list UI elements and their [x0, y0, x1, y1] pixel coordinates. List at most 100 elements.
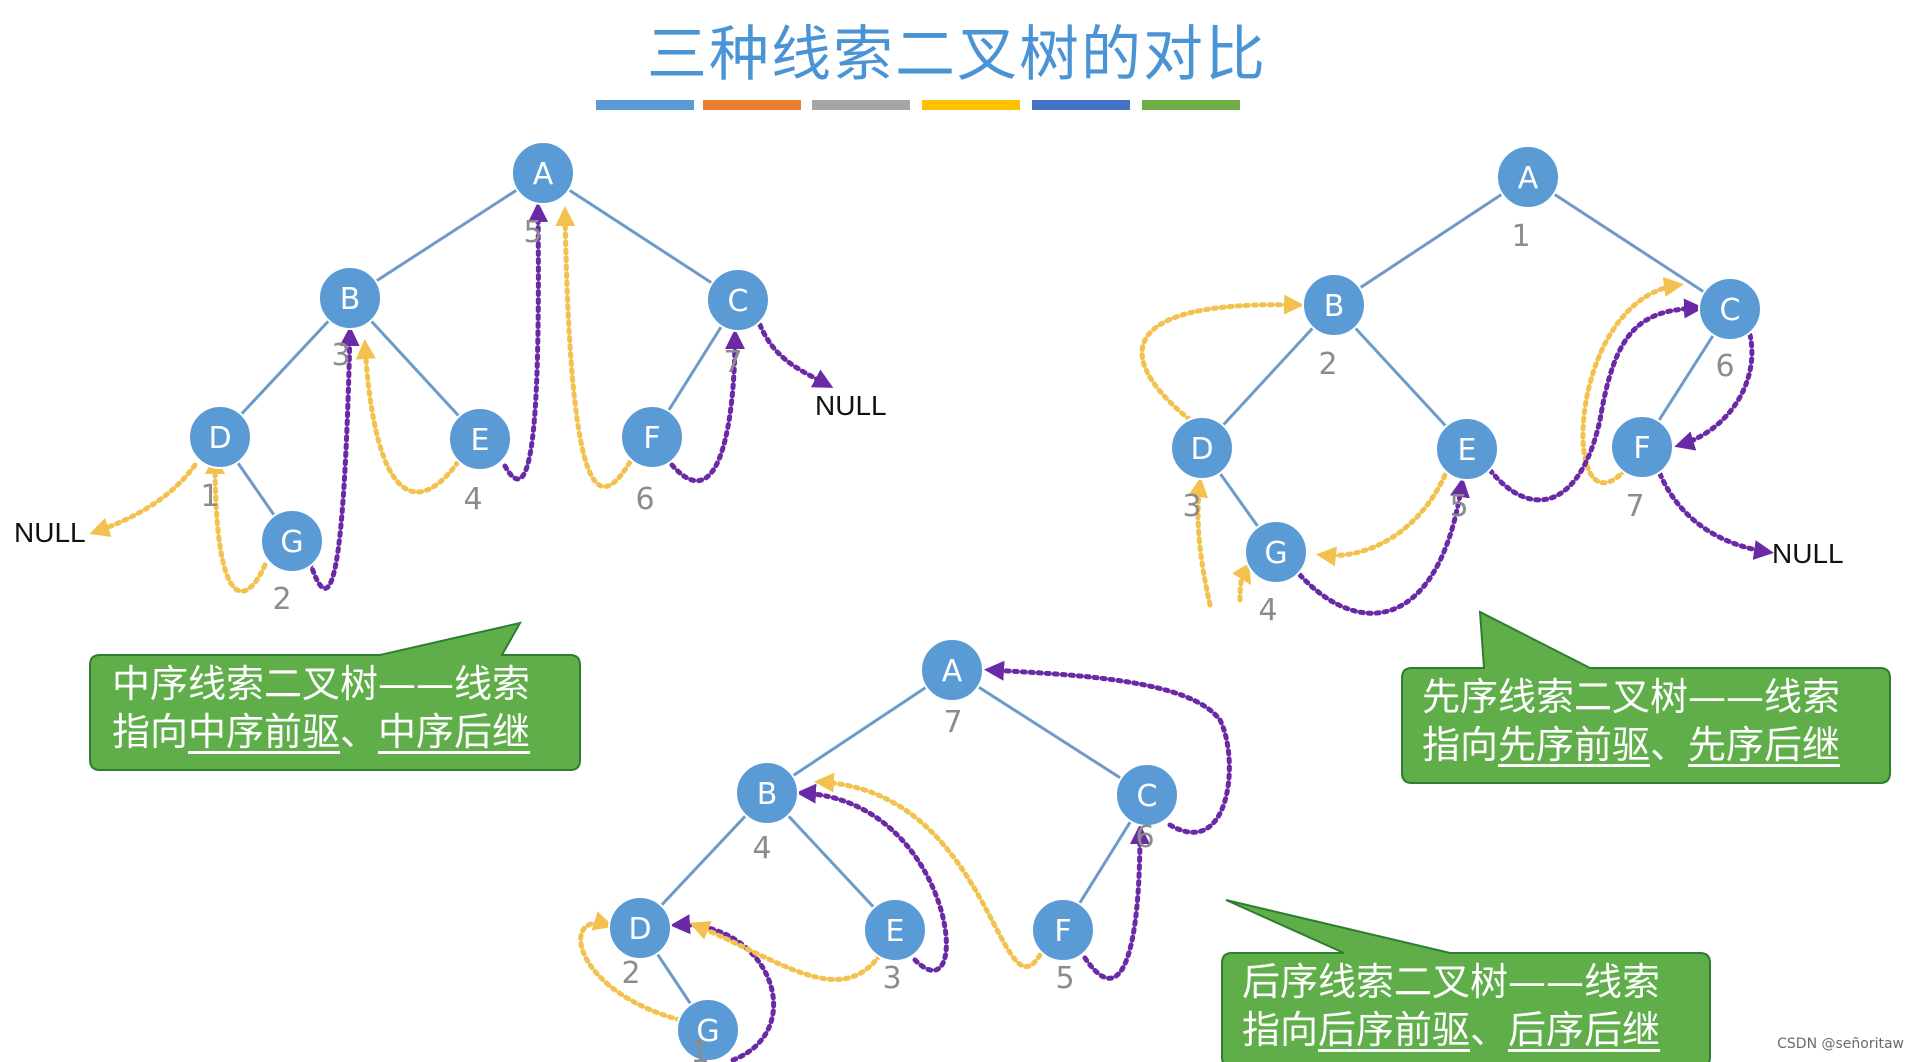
preorder-node-C: [1698, 277, 1762, 341]
preorder-callout-shape: [1401, 610, 1891, 784]
postorder-callout-shape: [1221, 899, 1711, 1062]
color-bar-1: [596, 100, 694, 110]
preorder-order-A: 1: [1511, 219, 1530, 254]
color-bar-4: [922, 100, 1020, 110]
preorder-edge-BD: [1200, 303, 1336, 450]
postorder-thread-C-succ: [984, 660, 1232, 835]
inorder-null-left: NULL: [14, 517, 86, 548]
preorder-callout-prefix: 指向: [1422, 723, 1499, 767]
preorder-thread-E-pred: [1316, 472, 1448, 567]
inorder-edge-AC: [542, 171, 739, 302]
preorder-order-E: 5: [1449, 489, 1468, 524]
inorder-thread-F-succ: [669, 329, 745, 484]
preorder-callout-succ: 先序后继: [1688, 723, 1841, 767]
preorder-callout: 先序线索二叉树——线索 指向先序前驱、先序后继: [1422, 673, 1840, 769]
inorder-callout-pred: 中序前驱: [188, 710, 341, 754]
preorder-thread-F-succ: [1657, 471, 1774, 560]
inorder-node-label-B: B: [340, 282, 361, 317]
preorder-callout-line1: 先序线索二叉树——线索: [1422, 675, 1841, 719]
inorder-node-A: [511, 141, 575, 205]
inorder-node-label-F: F: [643, 421, 660, 456]
postorder-order-E: 3: [882, 961, 901, 996]
postorder-node-label-D: D: [628, 912, 651, 947]
postorder-callout-succ: 后序后继: [1508, 1008, 1661, 1052]
postorder-node-label-E: E: [886, 914, 905, 949]
inorder-node-D: [188, 405, 252, 469]
preorder-order-F: 7: [1625, 489, 1644, 524]
preorder-edge-BE: [1332, 303, 1469, 451]
color-bar-3: [812, 100, 910, 110]
postorder-thread-F-pred: [814, 772, 1043, 969]
preorder-node-label-F: F: [1633, 431, 1650, 466]
inorder-thread-C-succ: [757, 322, 834, 388]
inorder-node-label-C: C: [728, 284, 749, 319]
preorder-thread-F-pred: [1580, 276, 1684, 486]
preorder-order-G: 4: [1258, 593, 1277, 628]
page-title: 三种线索二叉树的对比: [647, 20, 1267, 90]
postorder-node-E: [863, 898, 927, 962]
preorder-node-label-A: A: [1518, 161, 1539, 196]
postorder-node-A: [920, 638, 984, 702]
postorder-thread-F-succ: [1082, 824, 1150, 981]
preorder-order-D: 3: [1182, 489, 1201, 524]
inorder-callout-line2: 指向中序前驱、中序后继: [112, 708, 530, 756]
preorder-node-label-B: B: [1324, 289, 1345, 324]
postorder-order-G: 1: [690, 1035, 709, 1062]
color-bar-2: [703, 100, 801, 110]
inorder-node-G: [260, 509, 324, 573]
preorder-callout-sep: 、: [1650, 723, 1689, 767]
preorder-node-label-G: G: [1264, 536, 1287, 571]
preorder-thread-G-succ: [1297, 477, 1470, 616]
postorder-callout-pred: 后序前驱: [1318, 1008, 1471, 1052]
inorder-order-A: 5: [523, 215, 542, 250]
inorder-order-C: 7: [723, 345, 742, 380]
inorder-node-F: [620, 405, 684, 469]
postorder-node-label-G: G: [696, 1014, 719, 1049]
postorder-node-label-C: C: [1137, 779, 1158, 814]
preorder-node-A: [1496, 145, 1560, 209]
inorder-null-right: NULL: [815, 390, 887, 421]
postorder-order-C: 6: [1135, 820, 1154, 855]
postorder-node-C: [1115, 763, 1179, 827]
inorder-callout-shape: [89, 621, 581, 771]
preorder-node-D: [1170, 416, 1234, 480]
inorder-node-label-D: D: [208, 421, 231, 456]
inorder-node-label-E: E: [471, 423, 490, 458]
preorder-thread-D-pred: [1188, 477, 1213, 608]
preorder-edge-AB: [1333, 175, 1529, 307]
preorder-order-B: 2: [1318, 347, 1337, 382]
preorder-node-G: [1244, 520, 1308, 584]
inorder-edge-AB: [349, 171, 544, 300]
preorder-node-B: [1302, 273, 1366, 337]
inorder-order-F: 6: [635, 482, 654, 517]
preorder-order-C: 6: [1715, 349, 1734, 384]
inorder-callout-succ: 中序后继: [378, 710, 531, 754]
color-bar-5: [1032, 100, 1130, 110]
postorder-edge-AC: [951, 668, 1148, 797]
color-bar-6: [1142, 100, 1240, 110]
preorder-node-F: [1610, 415, 1674, 479]
inorder-thread-G-pred: [205, 454, 268, 594]
postorder-callout-prefix: 指向: [1242, 1008, 1319, 1052]
inorder-node-C: [706, 268, 770, 332]
inorder-callout-sep: 、: [340, 710, 379, 754]
preorder-node-label-C: C: [1720, 293, 1741, 328]
postorder-order-B: 4: [752, 831, 771, 866]
inorder-callout: 中序线索二叉树——线索 指向中序前驱、中序后继: [112, 660, 530, 756]
postorder-thread-E-pred: [689, 921, 883, 982]
postorder-callout-line1: 后序线索二叉树——线索: [1242, 960, 1661, 1004]
postorder-node-label-A: A: [942, 654, 963, 689]
preorder-thread-G-pred: [1232, 562, 1252, 603]
postorder-callout: 后序线索二叉树——线索 指向后序前驱、后序后继: [1242, 958, 1660, 1054]
postorder-thread-G-succ: [578, 911, 683, 1023]
preorder-node-label-E: E: [1458, 433, 1477, 468]
postorder-node-label-F: F: [1054, 914, 1071, 949]
postorder-node-D: [608, 896, 672, 960]
inorder-thread-D-pred: [89, 462, 198, 537]
postorder-node-G: [676, 998, 740, 1062]
preorder-thread-C-succ: [1674, 332, 1755, 451]
inorder-node-E: [448, 407, 512, 471]
postorder-order-D: 2: [621, 956, 640, 991]
